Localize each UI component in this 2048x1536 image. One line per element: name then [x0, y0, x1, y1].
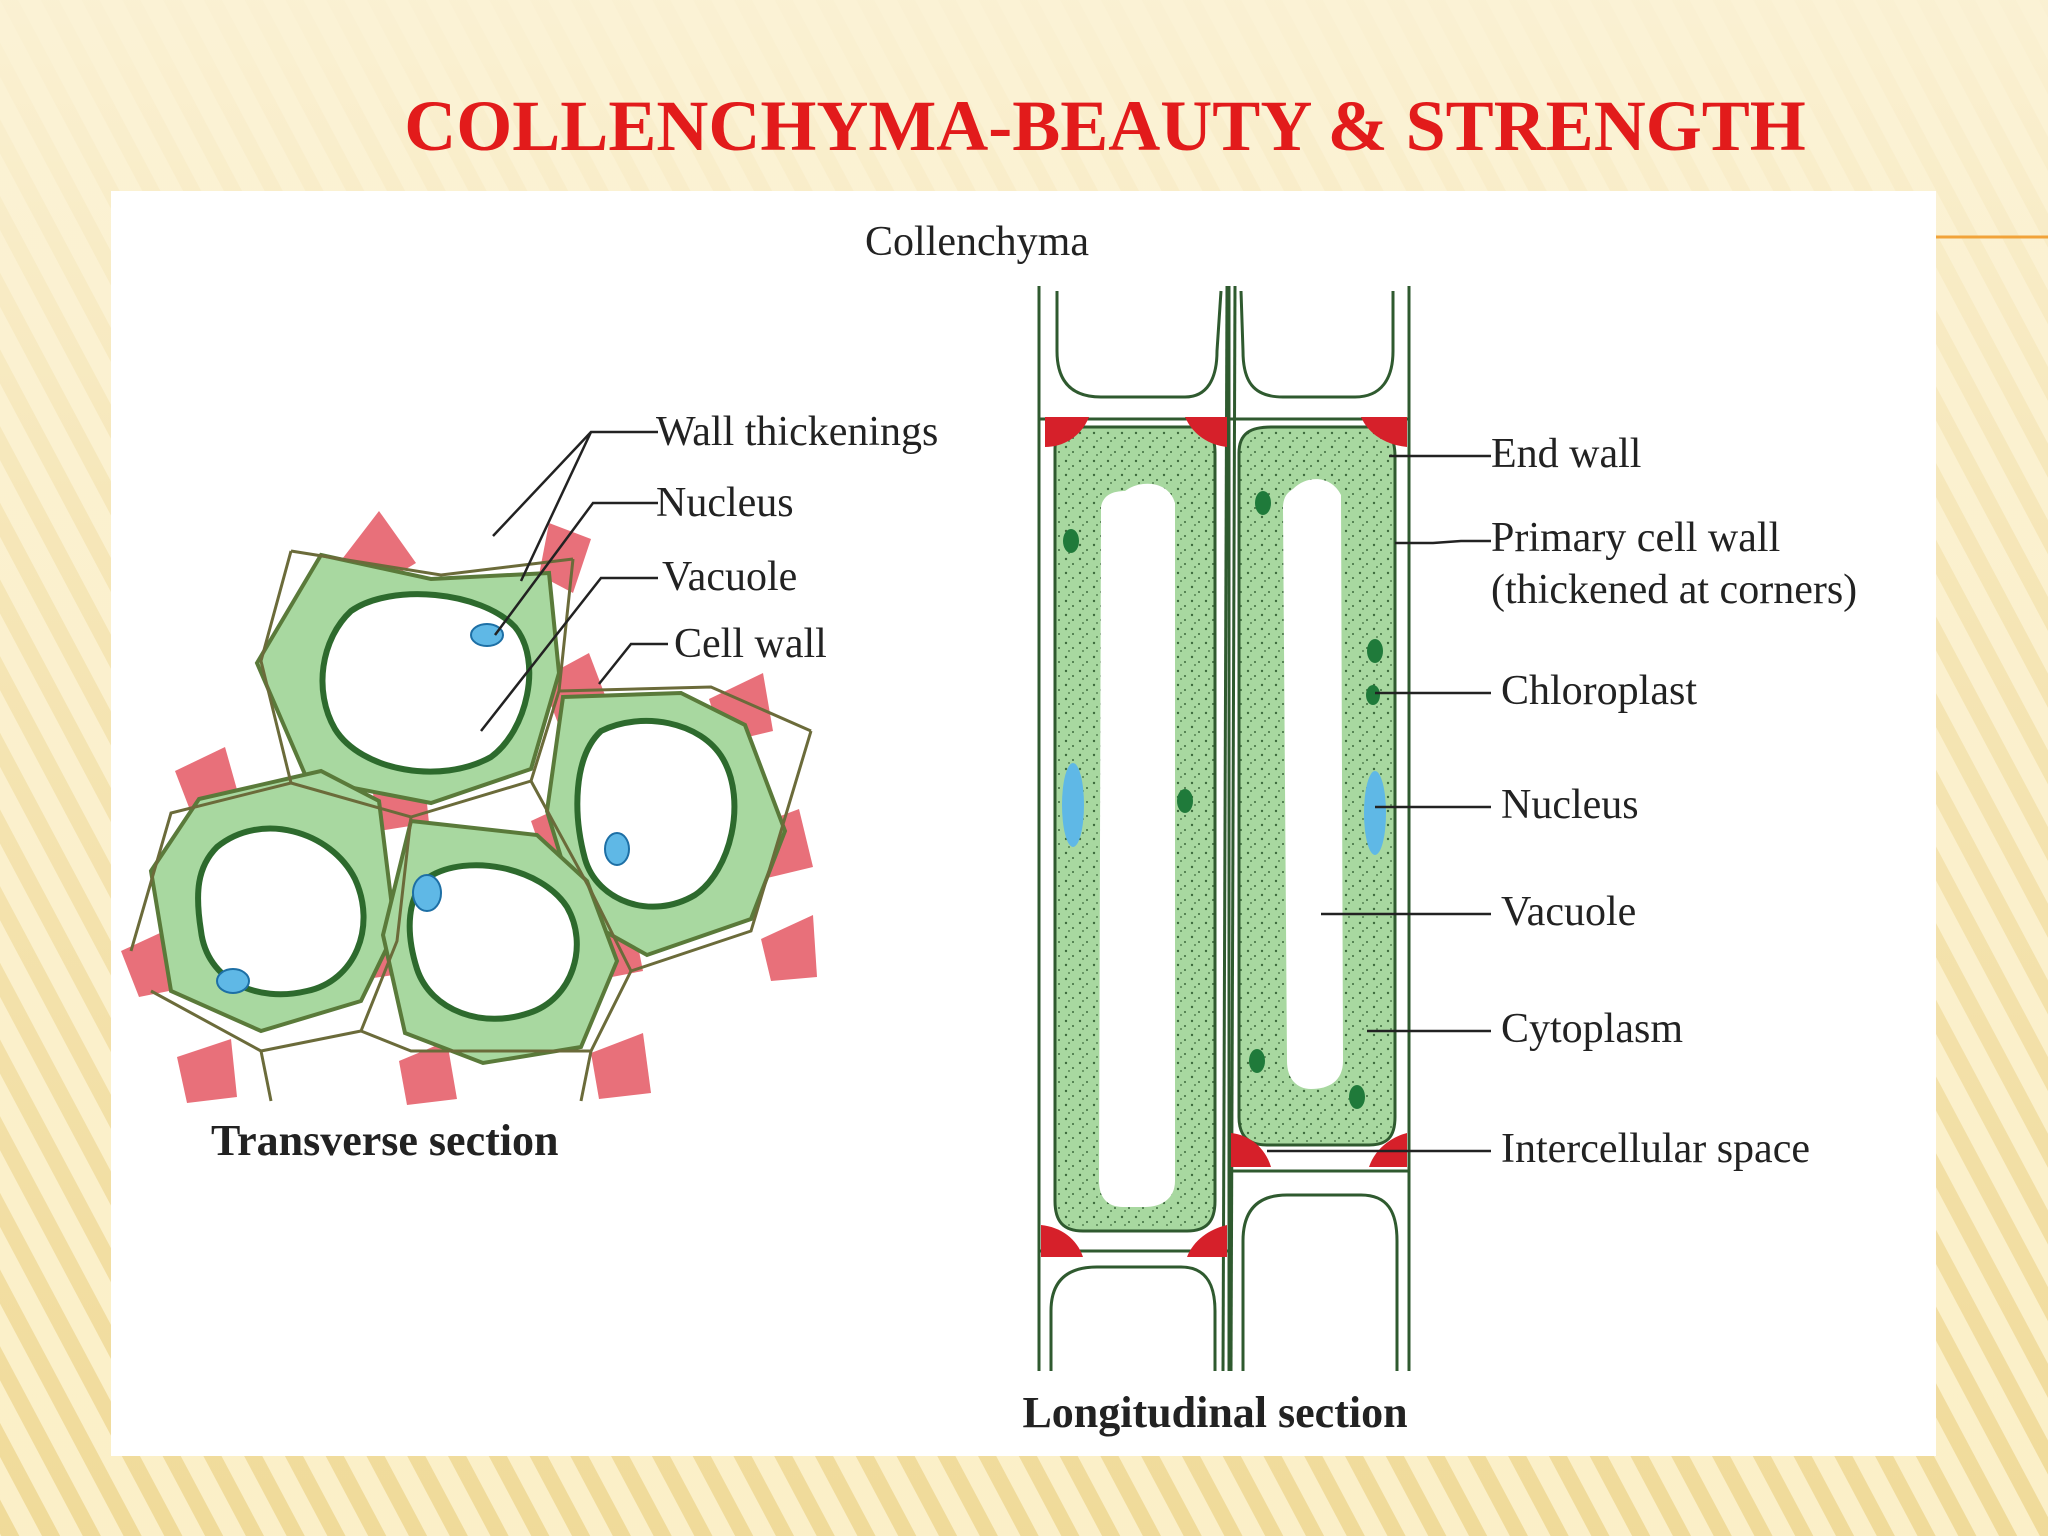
label-chloroplast: Chloroplast — [1501, 668, 1697, 714]
caption-longitudinal: Longitudinal section — [1022, 1388, 1407, 1437]
label-cell-wall: Cell wall — [674, 621, 827, 667]
lrs-nuclei — [1062, 763, 1386, 855]
nuclei — [216, 623, 630, 994]
diagram-panel: Collenchyma — [111, 191, 1936, 1456]
transverse-section: Wall thickenings Nucleus Vacuole Cell wa… — [121, 409, 938, 1165]
cell-bottom — [380, 818, 620, 1066]
label-end-wall: End wall — [1491, 431, 1641, 477]
label-intercellular-space: Intercellular space — [1501, 1126, 1810, 1172]
label-vacuole-ts: Vacuole — [662, 554, 797, 600]
chloroplasts — [1063, 491, 1383, 1109]
slide-title-text: COLLENCHYMA-BEAUTY & STRENGTH — [404, 86, 1805, 166]
transverse-leader-lines — [480, 430, 668, 732]
collenchyma-diagram: Collenchyma — [121, 219, 1857, 1437]
cell-top — [254, 552, 562, 806]
label-primary-cell-wall: Primary cell wall — [1491, 515, 1780, 561]
long-cell-right — [1237, 425, 1397, 1147]
label-nucleus-ts: Nucleus — [656, 480, 794, 526]
label-primary-cell-wall-note: (thickened at corners) — [1491, 567, 1857, 613]
column-walls — [1037, 285, 1411, 1372]
longitudinal-leader-lines — [1267, 454, 1491, 1153]
end-wall-thickenings — [1041, 417, 1407, 1257]
longitudinal-section: End wall Primary cell wall (thickened at… — [1022, 285, 1857, 1437]
caption-transverse: Transverse section — [211, 1116, 558, 1165]
label-wall-thickenings: Wall thickenings — [656, 409, 938, 455]
slide-title: COLLENCHYMA-BEAUTY & STRENGTH — [404, 86, 1805, 166]
cell-walls — [129, 549, 813, 1102]
label-cytoplasm: Cytoplasm — [1501, 1006, 1683, 1052]
label-vacuole-ls: Vacuole — [1501, 889, 1636, 935]
label-nucleus-ls: Nucleus — [1501, 782, 1639, 828]
diagram-heading: Collenchyma — [865, 219, 1089, 265]
top-cells — [1039, 290, 1409, 421]
long-cell-left — [1053, 425, 1217, 1233]
cell-left — [148, 768, 398, 1034]
